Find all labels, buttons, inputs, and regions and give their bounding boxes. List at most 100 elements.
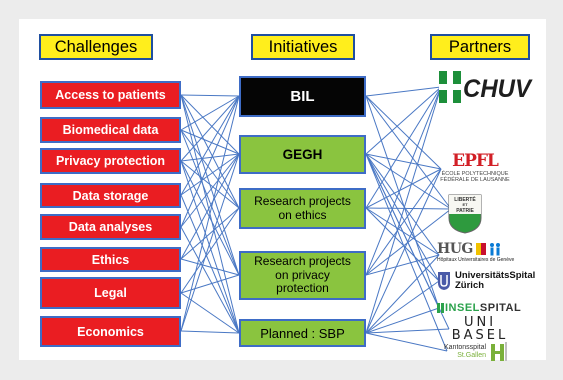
challenge-ethics: Ethics (40, 247, 181, 272)
unibasel-line2: BASEL (451, 328, 509, 343)
usz-shield-icon (438, 272, 450, 290)
partner-initiative-link (365, 153, 452, 210)
vaud-shield-icon: LIBERTÉ ET PATRIE (448, 194, 482, 234)
challenge-initiative-link (180, 129, 240, 155)
challenge-initiative-link (180, 160, 240, 334)
initiatives-header: Initiatives (251, 34, 355, 60)
initiative-research-privacy-line3: protection (276, 281, 329, 296)
partner-initiative-link (365, 153, 442, 170)
partner-initiative-link (365, 207, 452, 210)
partner-initiative-link (365, 95, 440, 309)
challenge-initiative-link (180, 94, 240, 97)
initiative-gegh: GEGH (239, 135, 366, 174)
partner-initiative-link (365, 254, 440, 334)
epfl-sub-line1: ÉCOLE POLYTECHNIQUE (441, 171, 509, 177)
challenge-initiative-link (180, 95, 240, 332)
insel-icon (437, 303, 444, 313)
initiative-research-privacy-line1: Research projects (254, 254, 351, 269)
partner-unibasel-logo: UNI BASEL (449, 316, 511, 344)
challenge-initiative-link (180, 153, 240, 162)
partner-initiative-link (365, 153, 450, 330)
kssg-line1: Kantonsspital (444, 344, 487, 351)
partner-hug-logo: HUG Hôpitaux Universitaires de Genève (437, 241, 537, 267)
challenge-initiative-link (180, 194, 240, 334)
partner-initiative-link (365, 153, 448, 352)
partner-initiative-link (365, 86, 442, 276)
challenge-initiative-link (180, 207, 240, 260)
challenge-data-analyses: Data analyses (40, 214, 181, 240)
partner-initiative-link (365, 95, 442, 170)
partner-initiative-link (365, 86, 442, 155)
usz-line2: Zürich (455, 280, 485, 291)
svg-text:LIBERTÉ: LIBERTÉ (454, 195, 476, 203)
unibasel-line1: UNI (463, 315, 497, 330)
partner-initiative-link (365, 280, 440, 334)
partner-kssg-logo: Kantonsspital St.Gallen (444, 342, 539, 362)
partner-initiative-link (365, 153, 440, 256)
initiative-research-ethics: Research projects on ethics (239, 188, 366, 229)
hug-text: HUG (437, 241, 473, 257)
epfl-sub-line2: FÉDÉRALE DE LAUSANNE (440, 177, 510, 183)
challenge-initiative-link (180, 207, 240, 294)
challenge-data-storage: Data storage (40, 183, 181, 208)
partner-vaud-logo: LIBERTÉ ET PATRIE (448, 194, 482, 234)
people-icon (489, 243, 500, 256)
partner-initiative-link (365, 168, 442, 334)
chuv-text: CHUV (463, 75, 533, 103)
partner-initiative-link (365, 86, 442, 97)
geneva-shield-icon (475, 243, 486, 255)
partner-initiative-link (365, 207, 440, 282)
partners-header: Partners (430, 34, 530, 60)
challenge-initiative-link (180, 258, 240, 276)
partner-initiative-link (365, 86, 442, 209)
partner-initiative-link (365, 328, 450, 334)
insel-text: INSEL (445, 302, 480, 314)
challenge-privacy-protection: Privacy protection (40, 148, 181, 174)
partner-initiative-link (365, 168, 442, 209)
usz-line1: UniversitätsSpital (455, 270, 536, 281)
partner-initiative-link (365, 254, 440, 276)
challenge-initiative-link (180, 95, 240, 196)
challenge-initiative-link (180, 129, 240, 276)
challenge-initiative-link (180, 153, 240, 196)
challenges-header: Challenges (39, 34, 153, 60)
kssg-icon (491, 342, 508, 361)
challenge-initiative-link (180, 330, 240, 334)
initiative-research-privacy: Research projects on privacy protection (239, 251, 366, 300)
challenge-economics: Economics (40, 316, 181, 347)
challenge-initiative-link (180, 153, 240, 228)
challenge-initiative-link (180, 129, 240, 209)
challenge-initiative-link (180, 94, 240, 155)
challenge-initiative-link (180, 94, 240, 209)
initiative-research-privacy-line2: on privacy (275, 267, 330, 282)
partner-initiative-link (365, 168, 442, 276)
initiative-research-ethics-line2: on ethics (278, 207, 327, 222)
challenge-initiative-link (180, 95, 240, 162)
challenge-initiative-link (180, 160, 240, 209)
partner-chuv-logo: CHUV (439, 71, 534, 103)
svg-text:ET: ET (462, 202, 468, 207)
challenge-legal: Legal (40, 277, 181, 309)
slide: Challenges Initiatives Partners Access t… (19, 19, 546, 362)
partner-initiative-link (365, 208, 452, 276)
partner-initiative-link (365, 153, 440, 282)
challenge-biomedical-data: Biomedical data (40, 117, 181, 143)
initiative-research-ethics-line1: Research projects (254, 194, 351, 208)
partner-initiative-link (365, 332, 448, 352)
challenge-initiative-link (180, 292, 240, 334)
partner-initiative-link (365, 95, 452, 210)
hug-sub: Hôpitaux Universitaires de Genève (437, 257, 515, 263)
initiative-planned-sbp: Planned : SBP (239, 319, 366, 347)
kssg-line2: St.Gallen (457, 352, 487, 359)
partner-initiative-link (365, 307, 440, 334)
challenge-initiative-link (180, 153, 240, 332)
challenge-initiative-link (180, 226, 240, 334)
epfl-text: EPFL (452, 151, 499, 171)
partner-usz-logo: UniversitätsSpital Zürich (437, 269, 545, 293)
partner-initiative-link (365, 86, 442, 334)
connection-lines (180, 86, 452, 352)
challenge-initiative-link (180, 274, 240, 294)
challenge-initiative-link (180, 95, 240, 131)
challenge-initiative-link (180, 153, 240, 260)
